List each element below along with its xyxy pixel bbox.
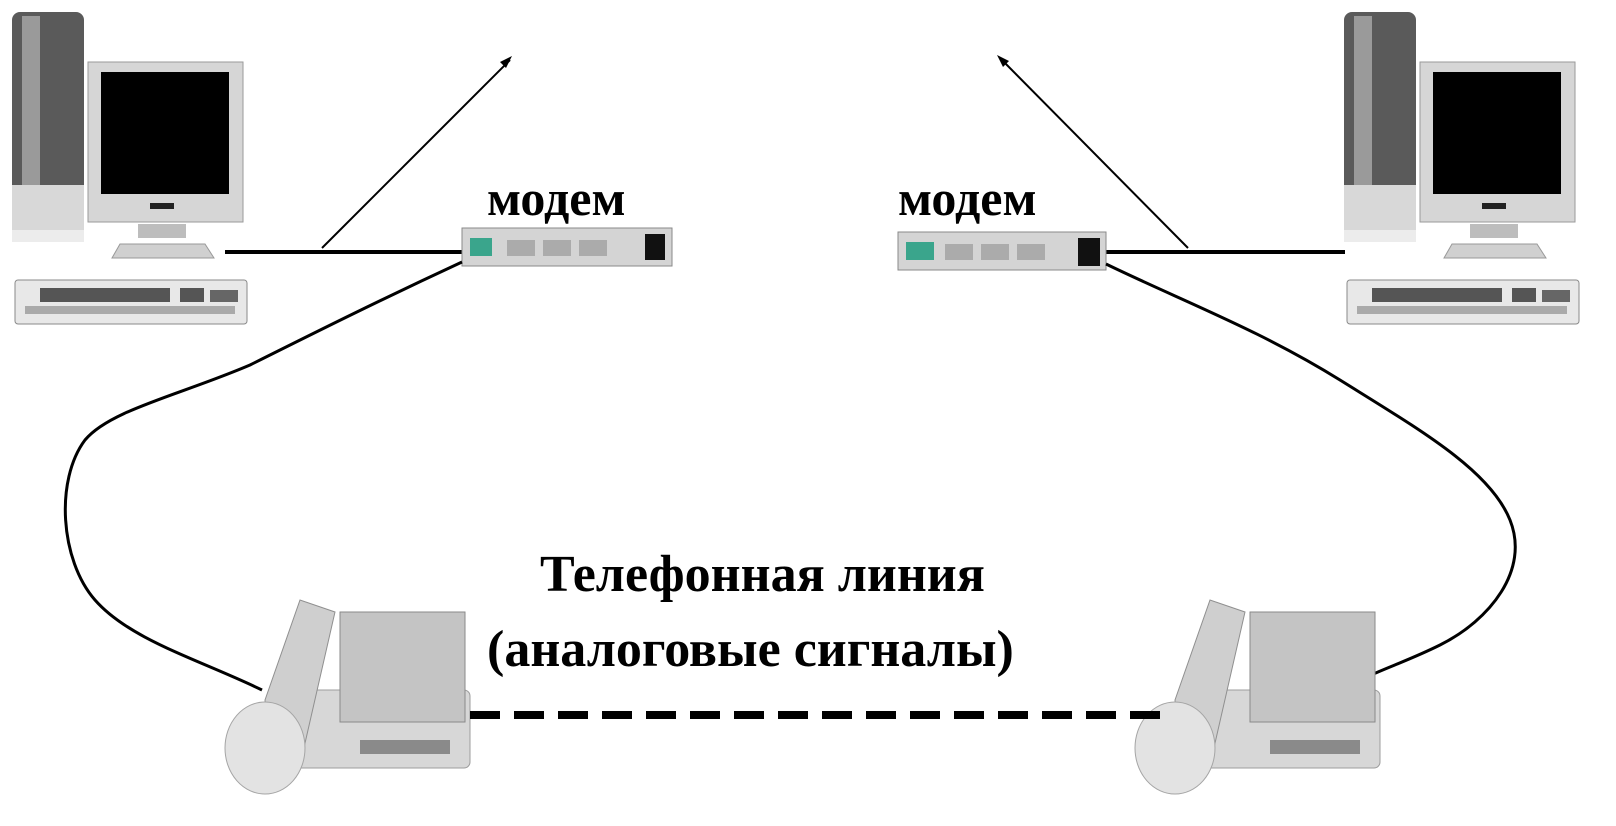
modem-left-icon bbox=[461, 227, 673, 267]
phone-line-label: Телефонная линия bbox=[540, 546, 985, 603]
arrow-left bbox=[321, 56, 512, 249]
computer-right-icon bbox=[1343, 11, 1580, 325]
modem-left-label: модем bbox=[487, 170, 626, 226]
computer-left-icon bbox=[11, 11, 248, 325]
phone-cord-left bbox=[63, 260, 463, 692]
modem-right-label: модем bbox=[898, 170, 1037, 226]
modem-right-icon bbox=[897, 231, 1107, 271]
arrow-right bbox=[997, 55, 1189, 249]
analog-signals-label: (аналоговые сигналы) bbox=[487, 621, 1014, 678]
telephone-right-icon bbox=[1134, 599, 1381, 795]
phone-cord-right bbox=[1105, 262, 1517, 682]
telephone-left-icon bbox=[224, 599, 471, 795]
